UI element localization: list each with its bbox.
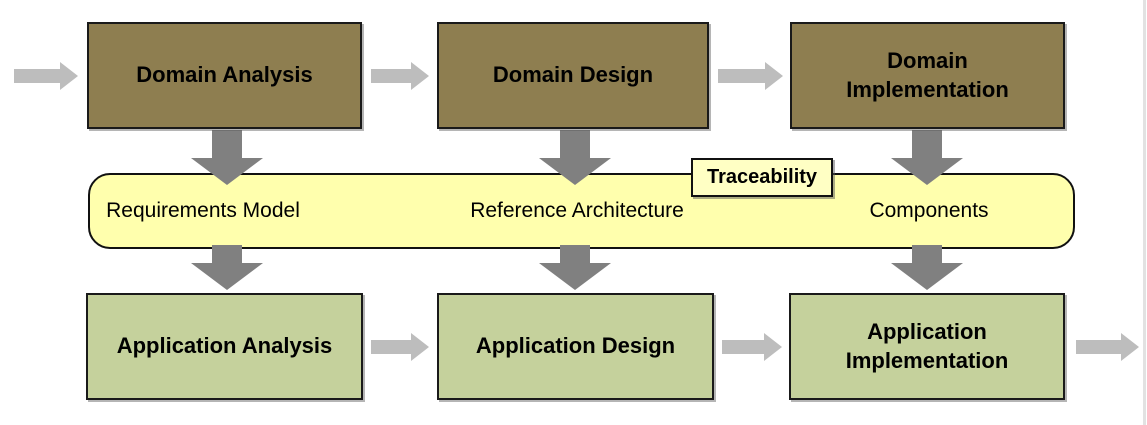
domain-analysis-box: Domain Analysis xyxy=(87,22,362,129)
flow-arrow-down-domain-design xyxy=(539,130,611,185)
domain-implementation-box: Domain Implementation xyxy=(790,22,1065,129)
flow-arrow-down-requirements-model xyxy=(191,245,263,290)
flow-arrow-right-domain-analysis-to-design xyxy=(371,62,429,90)
flow-arrow-down-reference-architecture xyxy=(539,245,611,290)
reference-architecture-label: Reference Architecture xyxy=(470,199,684,222)
flow-arrow-right-domain-design-to-implementation xyxy=(718,62,783,90)
flow-arrow-right-entry-top xyxy=(14,62,78,90)
flow-arrow-down-domain-analysis xyxy=(191,130,263,185)
flow-arrow-right-application-analysis-to-design xyxy=(371,333,429,361)
domain-design-box: Domain Design xyxy=(437,22,709,129)
application-implementation-box: Application Implementation xyxy=(789,293,1065,400)
page-edge-line xyxy=(1143,0,1146,425)
traceability-tag: Traceability xyxy=(691,158,833,197)
requirements-model-label: Requirements Model xyxy=(106,199,300,222)
components-label: Components xyxy=(869,199,989,222)
flow-arrow-right-application-design-to-implementation xyxy=(722,333,782,361)
flow-arrow-right-exit-bottom xyxy=(1076,333,1139,361)
flow-arrow-down-components xyxy=(891,245,963,290)
application-analysis-box: Application Analysis xyxy=(86,293,363,400)
flow-arrow-down-domain-implementation xyxy=(891,130,963,185)
application-design-box: Application Design xyxy=(437,293,714,400)
